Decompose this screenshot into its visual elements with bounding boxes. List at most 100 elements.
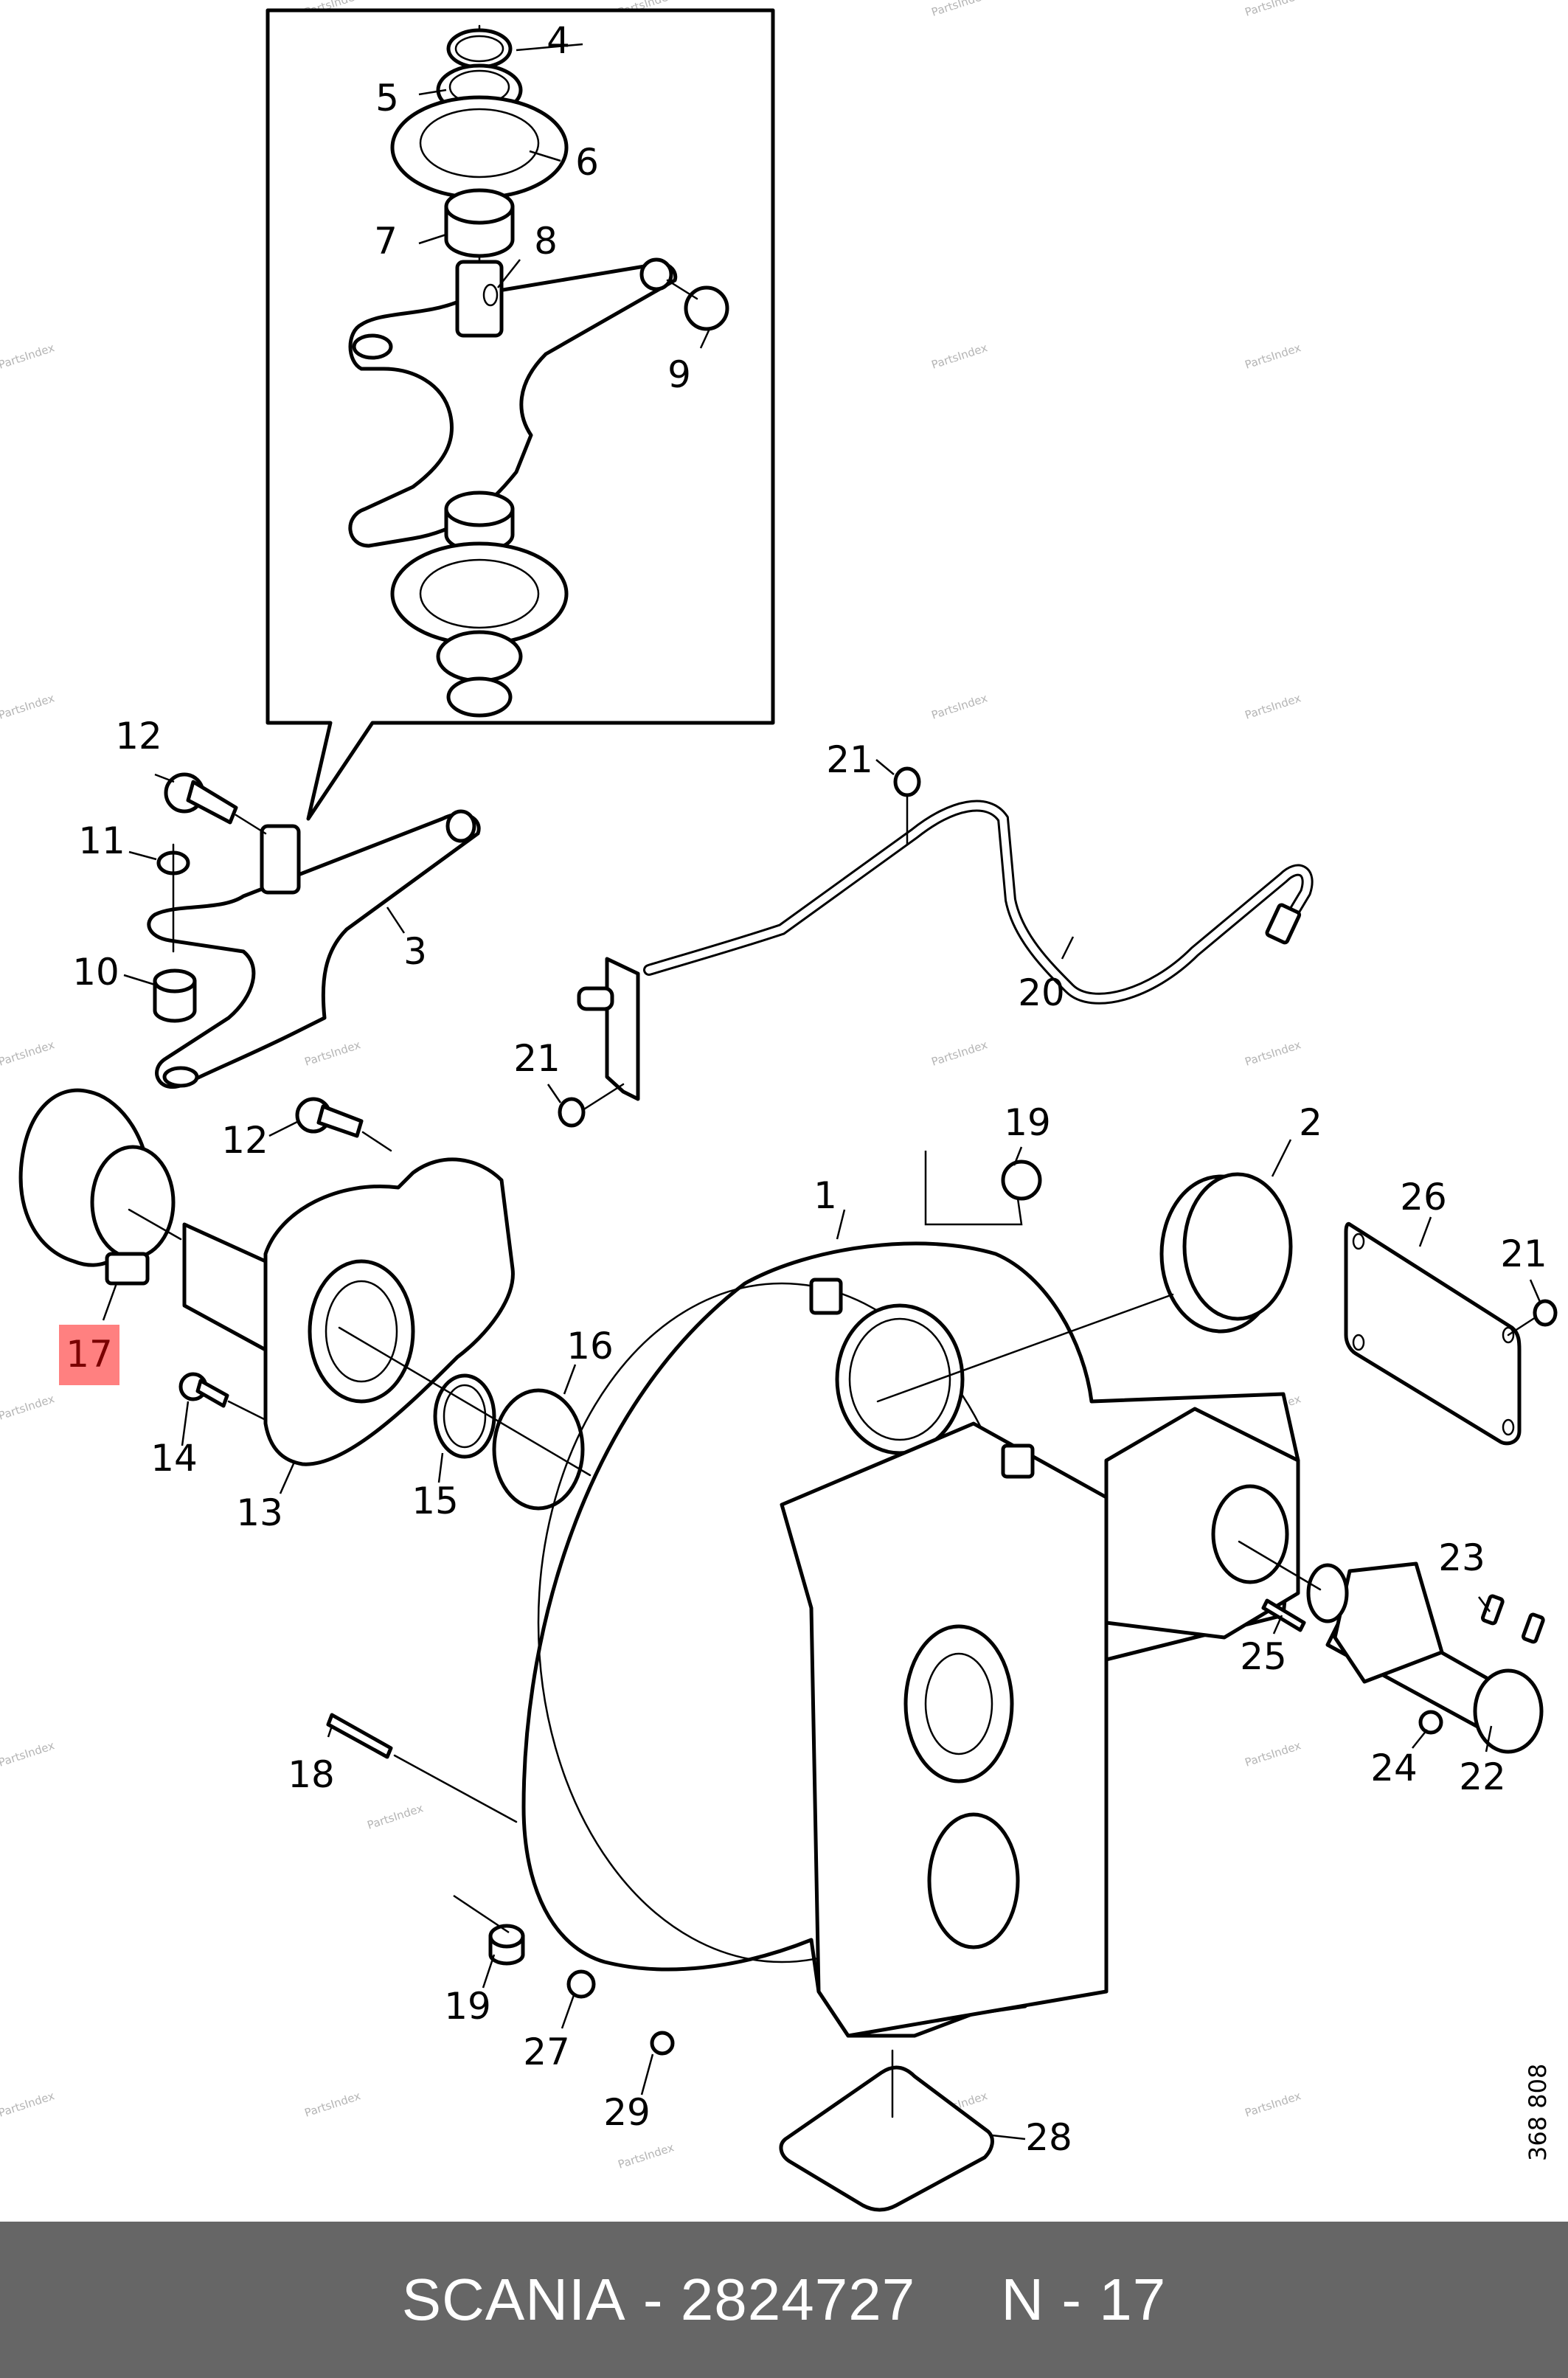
part-10-pin-top <box>153 968 197 994</box>
callout-8: 8 <box>534 220 558 263</box>
exploded-parts-diagram: PartsIndex PartsIndex PartsIndex PartsIn… <box>0 0 1558 2212</box>
callout-18: 18 <box>288 1753 335 1796</box>
callout-21c: 21 <box>1500 1233 1547 1275</box>
lower-parts-group <box>326 1151 1042 2212</box>
watermark: PartsIndex <box>0 341 56 371</box>
part-2-cover-plug <box>1182 1172 1293 1321</box>
part-17-bearing-ring <box>90 1145 176 1260</box>
housing-lug <box>1001 1443 1035 1479</box>
watermark: PartsIndex <box>0 2089 56 2119</box>
part-22-cylinder-flange <box>1333 1561 1444 1684</box>
part-12-bolt-shank <box>316 1104 364 1138</box>
housing-cover-disc <box>927 1812 1020 1949</box>
part-19-axis <box>924 1151 1023 1226</box>
part-15-seal-inner <box>443 1384 487 1449</box>
part-6-seal-lower <box>390 541 569 646</box>
watermark: PartsIndex <box>0 1739 56 1769</box>
part-12-axis <box>235 814 267 835</box>
leader-27 <box>561 1994 575 2029</box>
leader-7 <box>418 233 447 245</box>
leader-11 <box>128 850 157 861</box>
part-6-seal <box>390 95 569 200</box>
callout-7: 7 <box>374 220 398 263</box>
part-13-guide-bore-inner <box>325 1280 398 1383</box>
housing-cylinder-bore <box>1211 1484 1289 1584</box>
callout-29: 29 <box>603 2091 651 2134</box>
callout-24: 24 <box>1370 1747 1418 1789</box>
leader-21b <box>547 1084 562 1103</box>
leader-3 <box>386 907 406 934</box>
callout-17-highlighted: 17 <box>66 1333 113 1376</box>
part-29-plug <box>650 2031 675 2056</box>
pipe-fitting <box>577 986 614 1011</box>
part-14-bolt-shank <box>195 1379 229 1408</box>
leader-17 <box>102 1283 118 1321</box>
watermark: PartsIndex <box>303 2089 363 2119</box>
leader-9 <box>699 328 711 349</box>
part-23-bleed-nipple <box>1481 1594 1505 1626</box>
part-24-nut <box>1418 1710 1443 1735</box>
part-5-washer-lower <box>436 630 523 683</box>
leader-4 <box>516 43 583 52</box>
watermark: PartsIndex <box>1243 1739 1303 1769</box>
part-20-pipe-inner <box>645 802 1311 1002</box>
watermark: PartsIndex <box>1243 2089 1303 2119</box>
watermark: PartsIndex <box>930 0 990 19</box>
part-9-pad <box>684 285 729 331</box>
leader-14 <box>181 1401 190 1446</box>
watermark: PartsIndex <box>1243 1038 1303 1068</box>
watermark: PartsIndex <box>1243 691 1303 721</box>
housing-bore-lower <box>903 1624 1014 1784</box>
leader-21a <box>875 759 895 775</box>
leader-19a <box>1013 1146 1023 1166</box>
watermark: PartsIndex <box>366 1801 426 1831</box>
leader-19b <box>482 1954 496 1989</box>
housing-bore-upper-inner <box>848 1317 951 1441</box>
leader-18 <box>327 1725 333 1738</box>
leader-21c <box>1529 1279 1541 1303</box>
part-21-bolt <box>558 1097 586 1128</box>
part-12-axis <box>361 1131 392 1152</box>
leader-13 <box>279 1460 296 1494</box>
pipe-end-fitting <box>1265 903 1302 945</box>
part-4-circlip-inner <box>454 35 504 63</box>
leader-lines <box>102 43 1541 2140</box>
fork-pivot-eye <box>445 809 476 843</box>
footer-position: N - 17 <box>1001 2267 1167 2332</box>
callout-14: 14 <box>150 1437 198 1480</box>
part-7-bushing-top <box>444 188 515 225</box>
callout-19b: 19 <box>444 1985 491 2028</box>
callout-6: 6 <box>575 141 599 184</box>
watermark: PartsIndex <box>303 1038 363 1068</box>
part-13-guide-tube <box>182 1222 268 1352</box>
callout-23: 23 <box>1438 1536 1485 1579</box>
part-17-axis <box>128 1208 182 1241</box>
leader-22 <box>1485 1725 1493 1753</box>
part-4-circlip-lower <box>446 676 513 718</box>
callout-26: 26 <box>1400 1176 1447 1219</box>
callout-28: 28 <box>1025 2116 1072 2159</box>
fork-lower-eye <box>162 1066 199 1088</box>
leader-10 <box>123 974 156 986</box>
part-8-shaft-hole <box>482 283 499 307</box>
part-16-o-ring <box>492 1388 585 1511</box>
part-19-bushing-upper <box>1001 1159 1042 1201</box>
watermark: PartsIndex <box>1243 0 1303 19</box>
callout-12b: 12 <box>221 1119 268 1162</box>
plate-hole <box>1502 1326 1515 1344</box>
footer-bar: SCANIA - 2824727 N - 17 <box>0 2222 1568 2378</box>
part-12-bolt-shank <box>186 780 238 825</box>
watermark: PartsIndex <box>0 1392 56 1422</box>
fork-eye <box>352 333 393 360</box>
part-27-nut <box>566 1969 596 1999</box>
callout-11: 11 <box>78 819 125 862</box>
watermark: PartsIndex <box>930 341 990 371</box>
part-18-stud <box>326 1713 393 1759</box>
callout-25: 25 <box>1240 1635 1287 1678</box>
leader-25 <box>1272 1615 1283 1635</box>
footer-gap <box>915 2266 1001 2334</box>
watermark: PartsIndex <box>1243 341 1303 371</box>
callout-22: 22 <box>1459 1755 1506 1798</box>
part-21-bolt <box>1533 1299 1558 1327</box>
part-23-connector <box>1522 1612 1545 1644</box>
